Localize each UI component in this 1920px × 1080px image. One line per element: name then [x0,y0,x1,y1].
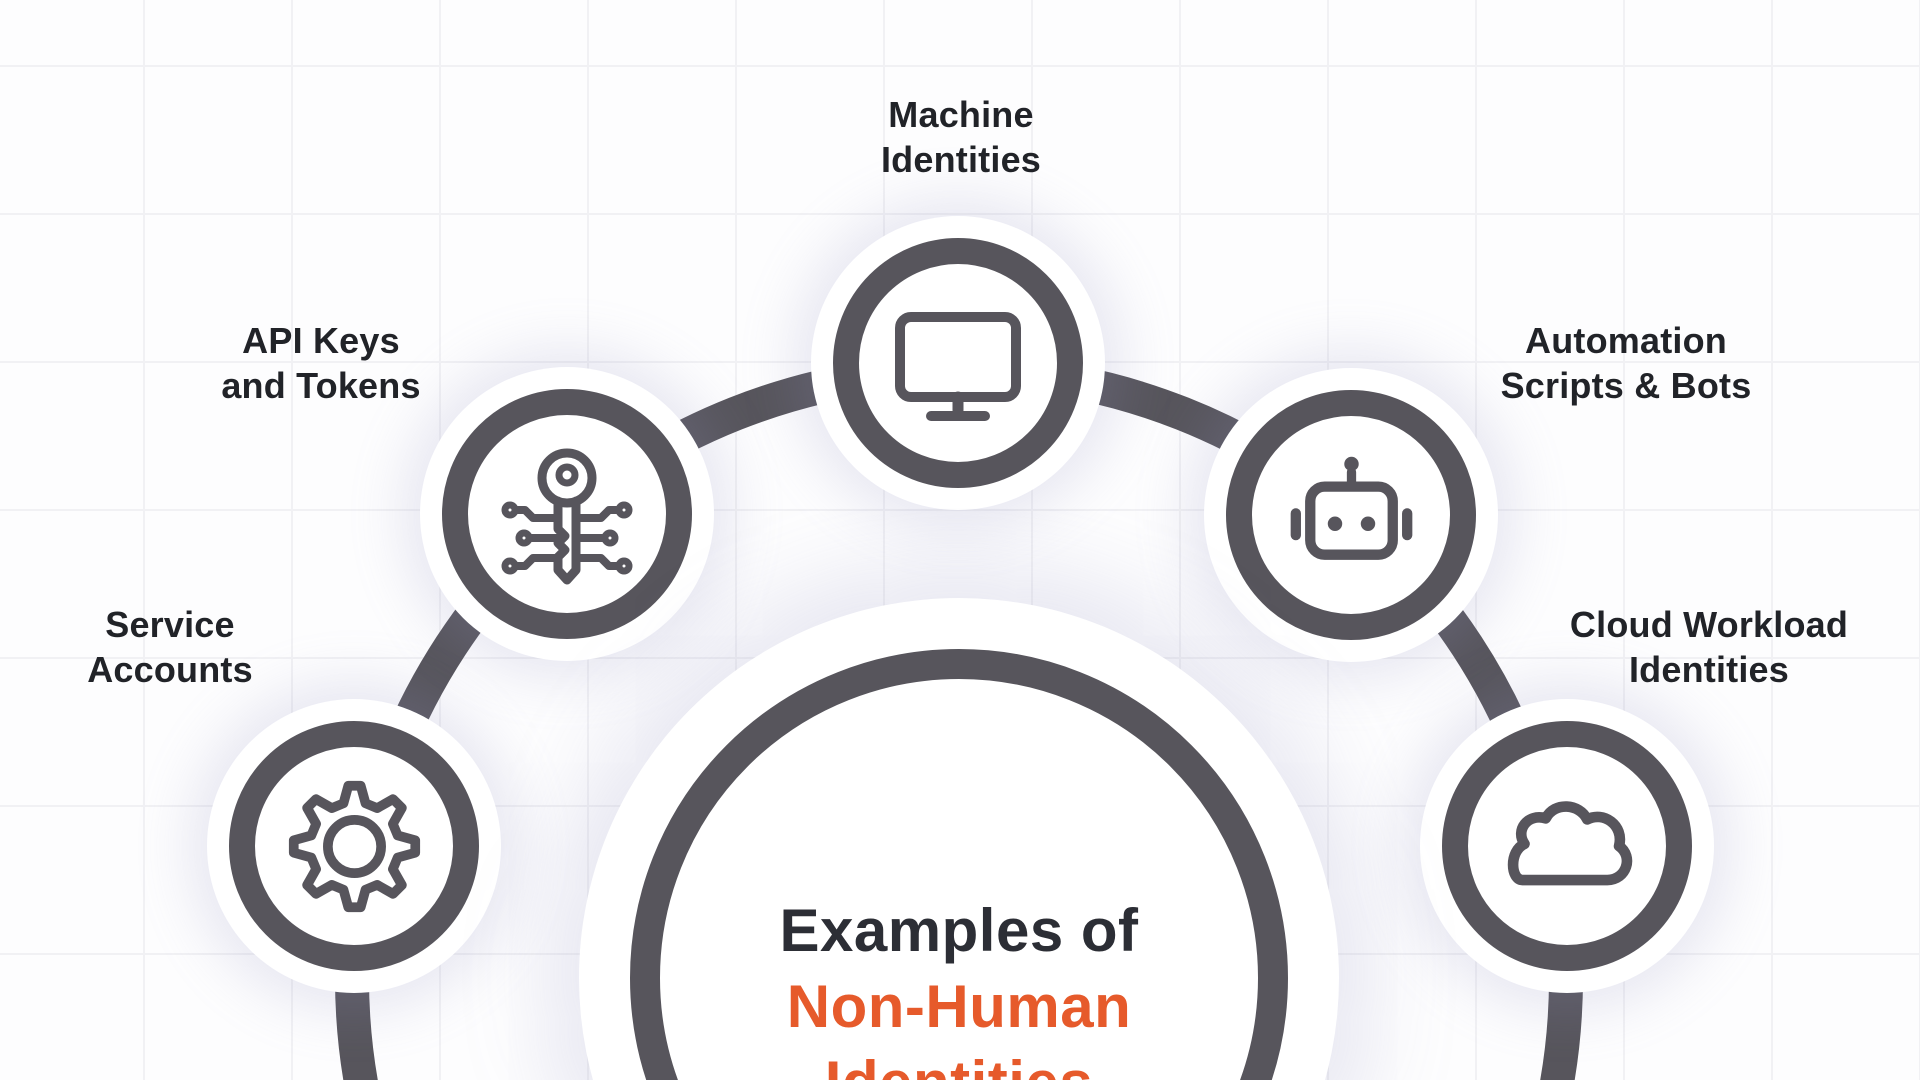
monitor-icon [895,312,1021,421]
robot-icon [1290,456,1412,560]
title-line-2: Non-Human [786,973,1132,1040]
node-circle [229,721,479,971]
gear-icon [288,780,420,912]
node-automation-scripts-bots [1204,368,1498,662]
node-circle [1442,721,1692,971]
cloud-icon [1507,801,1633,886]
node-machine-identities [811,216,1105,510]
node-circle [442,389,692,639]
page-title: Examples of Non-Human Identities [780,893,1139,1080]
central-ring: Examples of Non-Human Identities [630,649,1288,1080]
node-cloud-workload-identities [1420,699,1714,993]
node-circle [1226,390,1476,640]
label-cloud-workload-identities: Cloud Workload Identities [1569,604,1849,690]
label-automation-scripts-bots: Automation Scripts & Bots [1500,320,1752,406]
node-service-accounts [207,699,501,993]
title-line-1: Examples of [779,897,1139,964]
label-api-keys-and-tokens: API Keys and Tokens [221,320,421,406]
label-machine-identities: Machine Identities [880,94,1042,180]
label-service-accounts: Service Accounts [87,604,253,690]
node-circle [833,238,1083,488]
key-circuit-icon [501,448,633,585]
node-api-keys-and-tokens [420,367,714,661]
title-line-3: Identities [780,1045,1139,1080]
